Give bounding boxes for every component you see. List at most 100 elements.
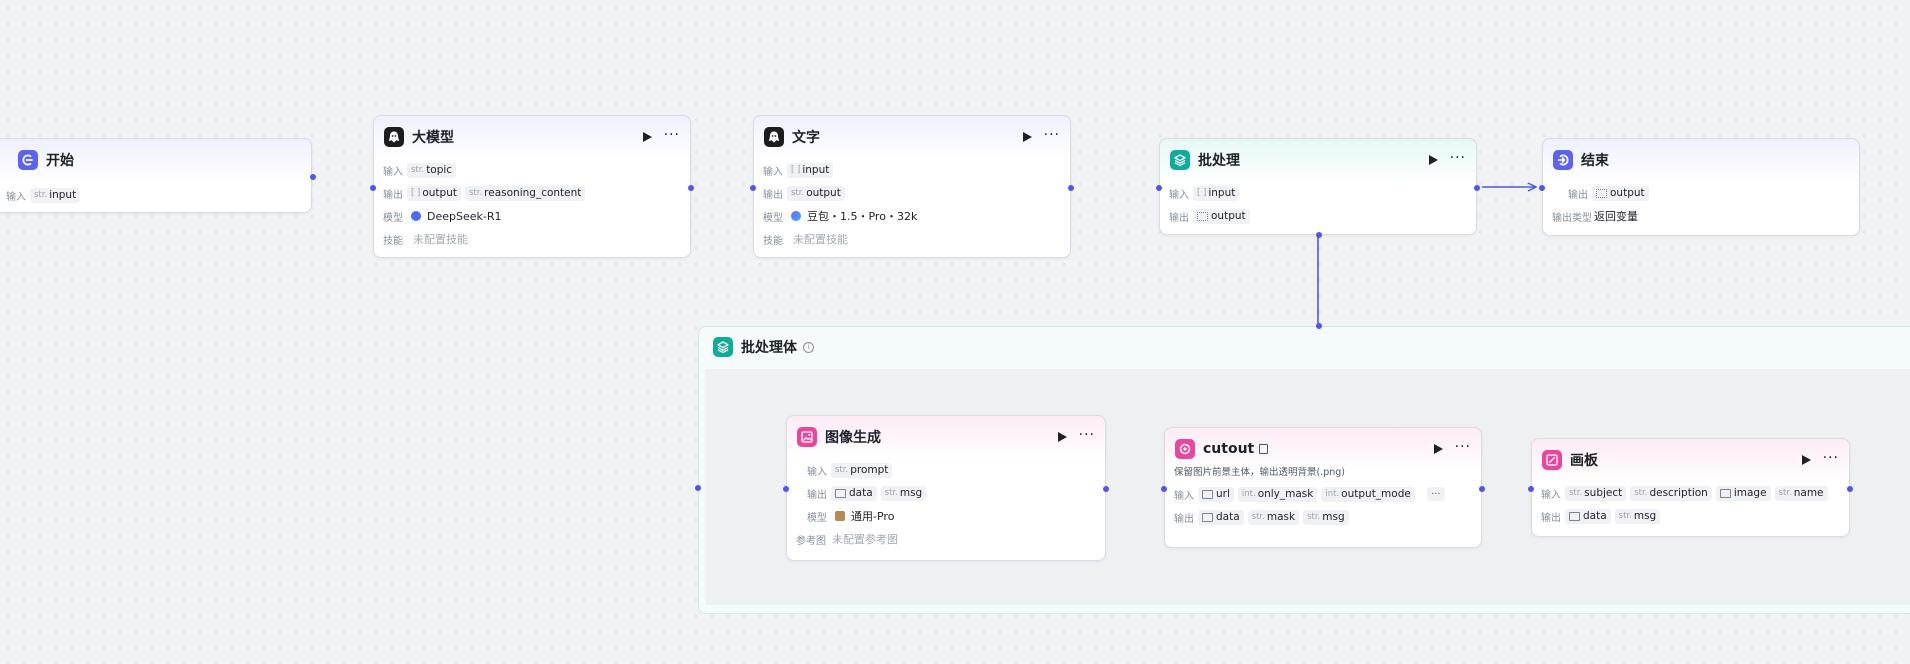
reference-row: 参考图 未配置参考图: [796, 533, 898, 547]
variable-chip: image: [1715, 485, 1771, 501]
llm-icon: [384, 127, 404, 147]
input-row: 输入 [ ]input: [1169, 184, 1243, 202]
text-node[interactable]: 文字 ··· 输入 [ ]input 输出 str.output 模型 豆包・1…: [750, 115, 1074, 258]
model-row: 模型 豆包・1.5・Pro・32k: [763, 210, 918, 224]
input-row: 输入 str.prompt: [807, 461, 896, 479]
deepseek-icon: [411, 211, 421, 221]
variable-chip: str.msg: [1303, 509, 1349, 525]
model-avatar-icon: [835, 511, 845, 521]
start-node[interactable]: 开始 输入 str.input: [0, 138, 316, 213]
node-title: 结束: [1581, 153, 1609, 169]
variable-chip: str.output: [787, 185, 845, 201]
llm-node[interactable]: 大模型 ··· 输入 str.topic 输出 [ ]output str.re…: [370, 115, 694, 258]
input-port[interactable]: [1161, 486, 1167, 492]
input-port[interactable]: [370, 185, 376, 191]
model-row: 模型 DeepSeek-R1: [383, 209, 502, 224]
end-icon: [1553, 150, 1573, 170]
skill-row: 技能 未配置技能: [383, 233, 468, 247]
output-port[interactable]: [1474, 185, 1480, 191]
model-row: 模型 通用-Pro: [807, 510, 895, 524]
variable-chip: str.msg: [880, 485, 927, 501]
input-row: 输入 str.subject str.description image str…: [1541, 484, 1832, 502]
skill-row: 技能 未配置技能: [763, 233, 848, 247]
output-port[interactable]: [1103, 486, 1109, 492]
llm-icon: [764, 127, 784, 147]
output-row: 输出 data str.msg: [1541, 507, 1664, 525]
output-row: 输出 str.output: [763, 184, 849, 202]
group-title: 批处理体: [741, 340, 797, 356]
layers-icon: [1170, 150, 1190, 170]
run-button[interactable]: [1428, 155, 1438, 165]
node-title: 图像生成: [825, 430, 881, 446]
output-port[interactable]: [688, 185, 694, 191]
more-menu-button[interactable]: ···: [1454, 438, 1471, 455]
run-button[interactable]: [1801, 455, 1811, 465]
node-title: 画板: [1570, 453, 1598, 469]
output-port[interactable]: [310, 174, 316, 180]
run-button[interactable]: [1433, 444, 1443, 454]
variable-chip: data: [1198, 509, 1244, 525]
input-port[interactable]: [750, 185, 756, 191]
variable-chip: url: [1198, 486, 1234, 502]
output-port[interactable]: [1479, 486, 1485, 492]
output-type-row: 输出类型 返回变量: [1552, 210, 1638, 224]
output-row: 输出 data str.msg: [807, 484, 930, 502]
output-port[interactable]: [1068, 185, 1074, 191]
variable-chip: data: [831, 485, 877, 501]
variable-chip: output: [1193, 208, 1250, 224]
more-menu-button[interactable]: ···: [1078, 426, 1095, 443]
variable-chip: [ ]input: [787, 162, 834, 178]
variable-chip: [ ]input: [1193, 185, 1240, 201]
info-icon[interactable]: i: [803, 341, 814, 353]
more-menu-button[interactable]: ···: [1822, 449, 1839, 466]
input-port[interactable]: [1528, 486, 1534, 492]
output-row: 输出 output: [1169, 207, 1254, 225]
run-button[interactable]: [1057, 432, 1067, 442]
batch-body-port[interactable]: [1316, 232, 1322, 238]
more-inputs-button[interactable]: ···: [1426, 487, 1445, 501]
image-gen-node[interactable]: 图像生成 ··· 输入 str.prompt 输出 data str.msg 模…: [783, 415, 1109, 561]
plugin-icon: [1259, 444, 1269, 454]
node-title: cutout: [1203, 441, 1255, 457]
cutout-node[interactable]: cutout ··· 保留图片前景主体，输出透明背景(.png) 输入 url …: [1161, 427, 1485, 548]
run-button[interactable]: [1022, 132, 1032, 142]
variable-chip: int.only_mask: [1237, 486, 1318, 502]
output-port[interactable]: [1847, 486, 1853, 492]
input-port[interactable]: [783, 486, 789, 492]
canvas-node[interactable]: 画板 ··· 输入 str.subject str.description im…: [1528, 438, 1853, 537]
body-start-port[interactable]: [695, 485, 701, 491]
variable-chip: str.prompt: [831, 462, 893, 478]
more-menu-button[interactable]: ···: [1449, 149, 1466, 166]
variable-chip: str.msg: [1614, 508, 1661, 524]
input-label: 输入: [6, 191, 26, 203]
node-title: 大模型: [412, 130, 454, 146]
node-title: 批处理: [1198, 153, 1240, 169]
more-menu-button[interactable]: ···: [663, 126, 680, 143]
input-row: 输入 url int.only_mask int.output_mode ···: [1174, 485, 1445, 503]
input-port[interactable]: [1156, 185, 1162, 191]
variable-chip: int.output_mode: [1321, 486, 1415, 502]
node-description: 保留图片前景主体，输出透明背景(.png): [1174, 467, 1346, 478]
layers-icon: [713, 337, 733, 357]
variable-chip: [ ]output: [407, 185, 461, 201]
node-title: 开始: [46, 153, 74, 169]
more-menu-button[interactable]: ···: [1043, 126, 1060, 143]
batch-node[interactable]: 批处理 ··· 输入 [ ]input 输出 output: [1156, 138, 1480, 238]
variable-chip: str.topic: [407, 162, 457, 178]
output-row: 输出 data str.mask str.msg: [1174, 508, 1353, 526]
output-row: 输出 [ ]output str.reasoning_content: [383, 184, 589, 202]
variable-chip: data: [1565, 508, 1611, 524]
variable-chip: str.subject: [1565, 485, 1627, 501]
input-row: 输入 str.input: [6, 186, 84, 204]
variable-chip: output: [1592, 185, 1649, 201]
input-port[interactable]: [1539, 185, 1545, 191]
image-gen-icon: [797, 427, 817, 447]
run-button[interactable]: [642, 132, 652, 142]
output-row: 输出 output: [1552, 184, 1653, 202]
batch-body-port[interactable]: [1316, 323, 1322, 329]
start-icon: [18, 150, 38, 170]
input-row: 输入 str.topic: [383, 161, 460, 179]
doubao-icon: [791, 211, 801, 221]
end-node[interactable]: 结束 输出 output 输出类型 返回变量: [1539, 138, 1860, 236]
canvas-icon: [1542, 450, 1562, 470]
